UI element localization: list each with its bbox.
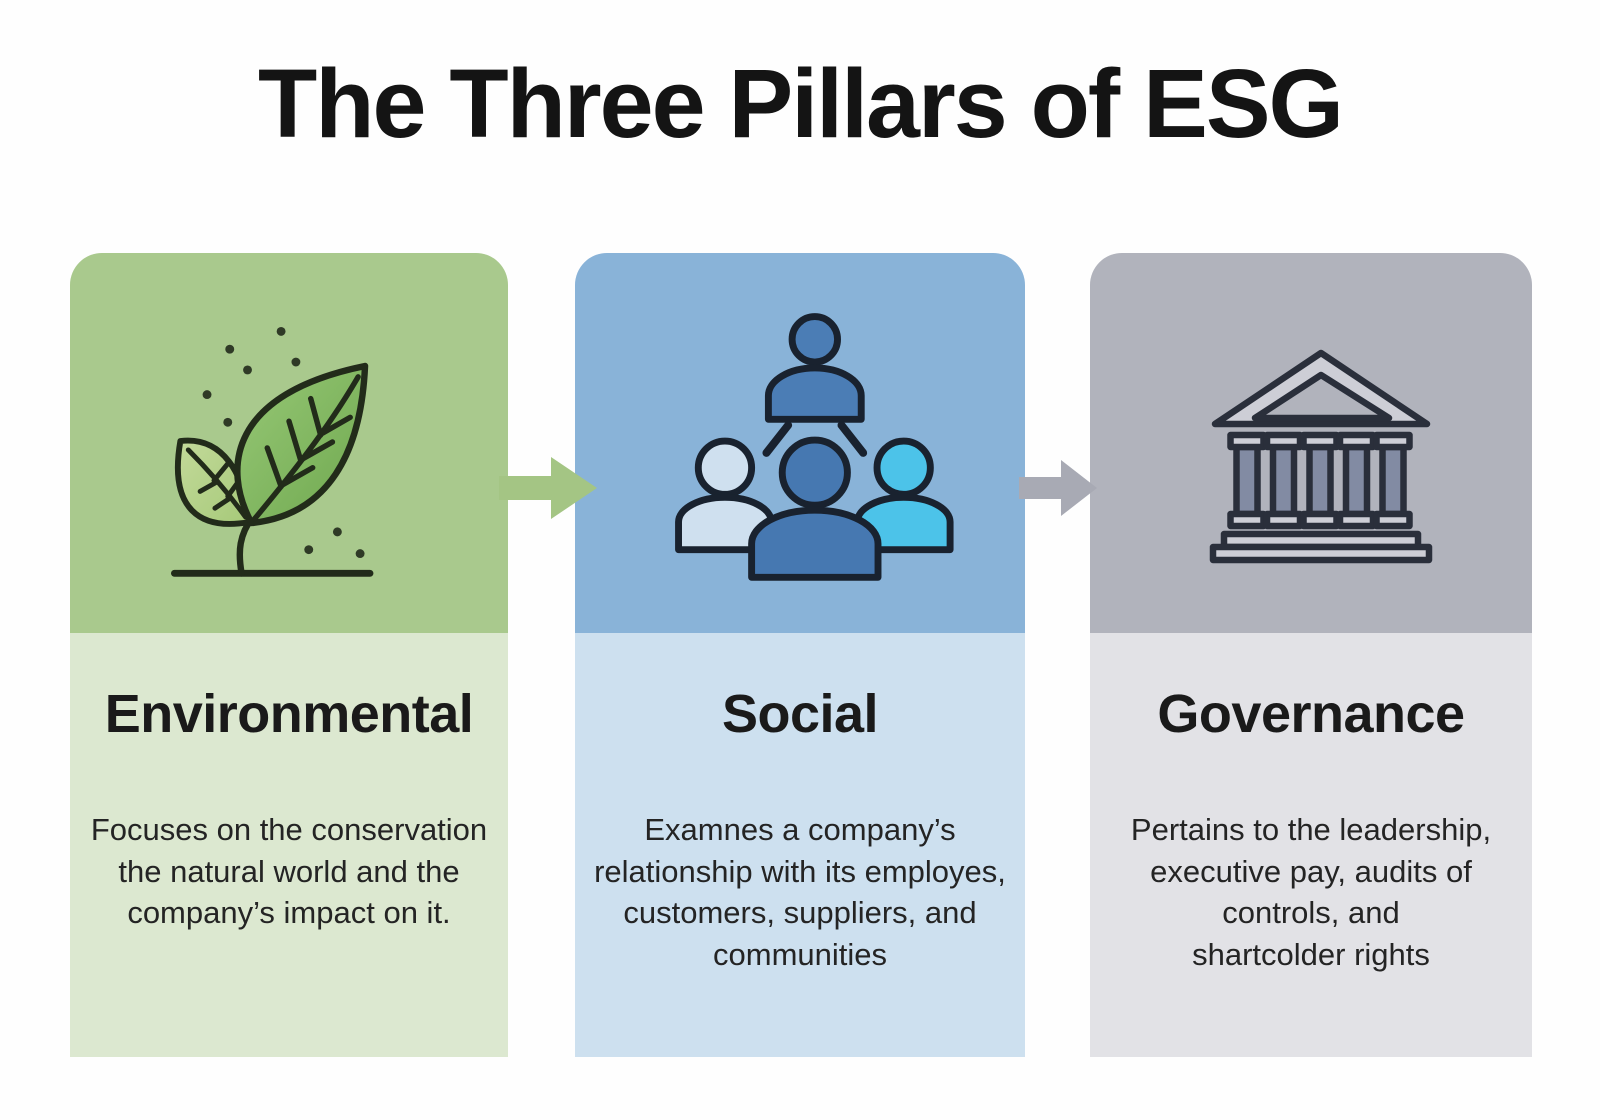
card-title-environmental: Environmental	[104, 684, 474, 744]
people-group-icon	[675, 313, 954, 581]
card-environmental: Environmental Focuses on the conservatio…	[70, 253, 508, 1057]
governance-icon-panel	[1090, 253, 1532, 633]
card-description-governance: Pertains to the leadership, executive pa…	[1130, 812, 1492, 972]
columns	[1227, 431, 1413, 530]
card-governance: Governance Pertains to the leadership, e…	[1090, 253, 1532, 1057]
environmental-icon-panel	[70, 253, 508, 633]
right-arrow-icon	[499, 457, 597, 519]
governance-text-panel: Governance Pertains to the leadership, e…	[1090, 633, 1532, 1057]
card-social: Social Examnes a company’s relationship …	[575, 253, 1025, 1057]
card-description-social: Examnes a company’s relationship with it…	[594, 812, 1006, 972]
card-title-social: Social	[721, 684, 879, 744]
card-description-environmental: Focuses on the conservation the natural …	[90, 812, 488, 931]
page-title: The Three Pillars of ESG	[258, 49, 1344, 158]
social-text-panel: Social Examnes a company’s relationship …	[575, 633, 1025, 1057]
card-title-governance: Governance	[1157, 684, 1465, 744]
right-arrow-icon	[1019, 460, 1097, 516]
leaf-sprout-icon	[170, 326, 374, 577]
social-icon-panel	[575, 253, 1025, 633]
environmental-text-panel: Environmental Focuses on the conservatio…	[70, 633, 508, 1057]
bank-building-icon	[1209, 349, 1433, 564]
scatter-dots	[202, 326, 365, 559]
